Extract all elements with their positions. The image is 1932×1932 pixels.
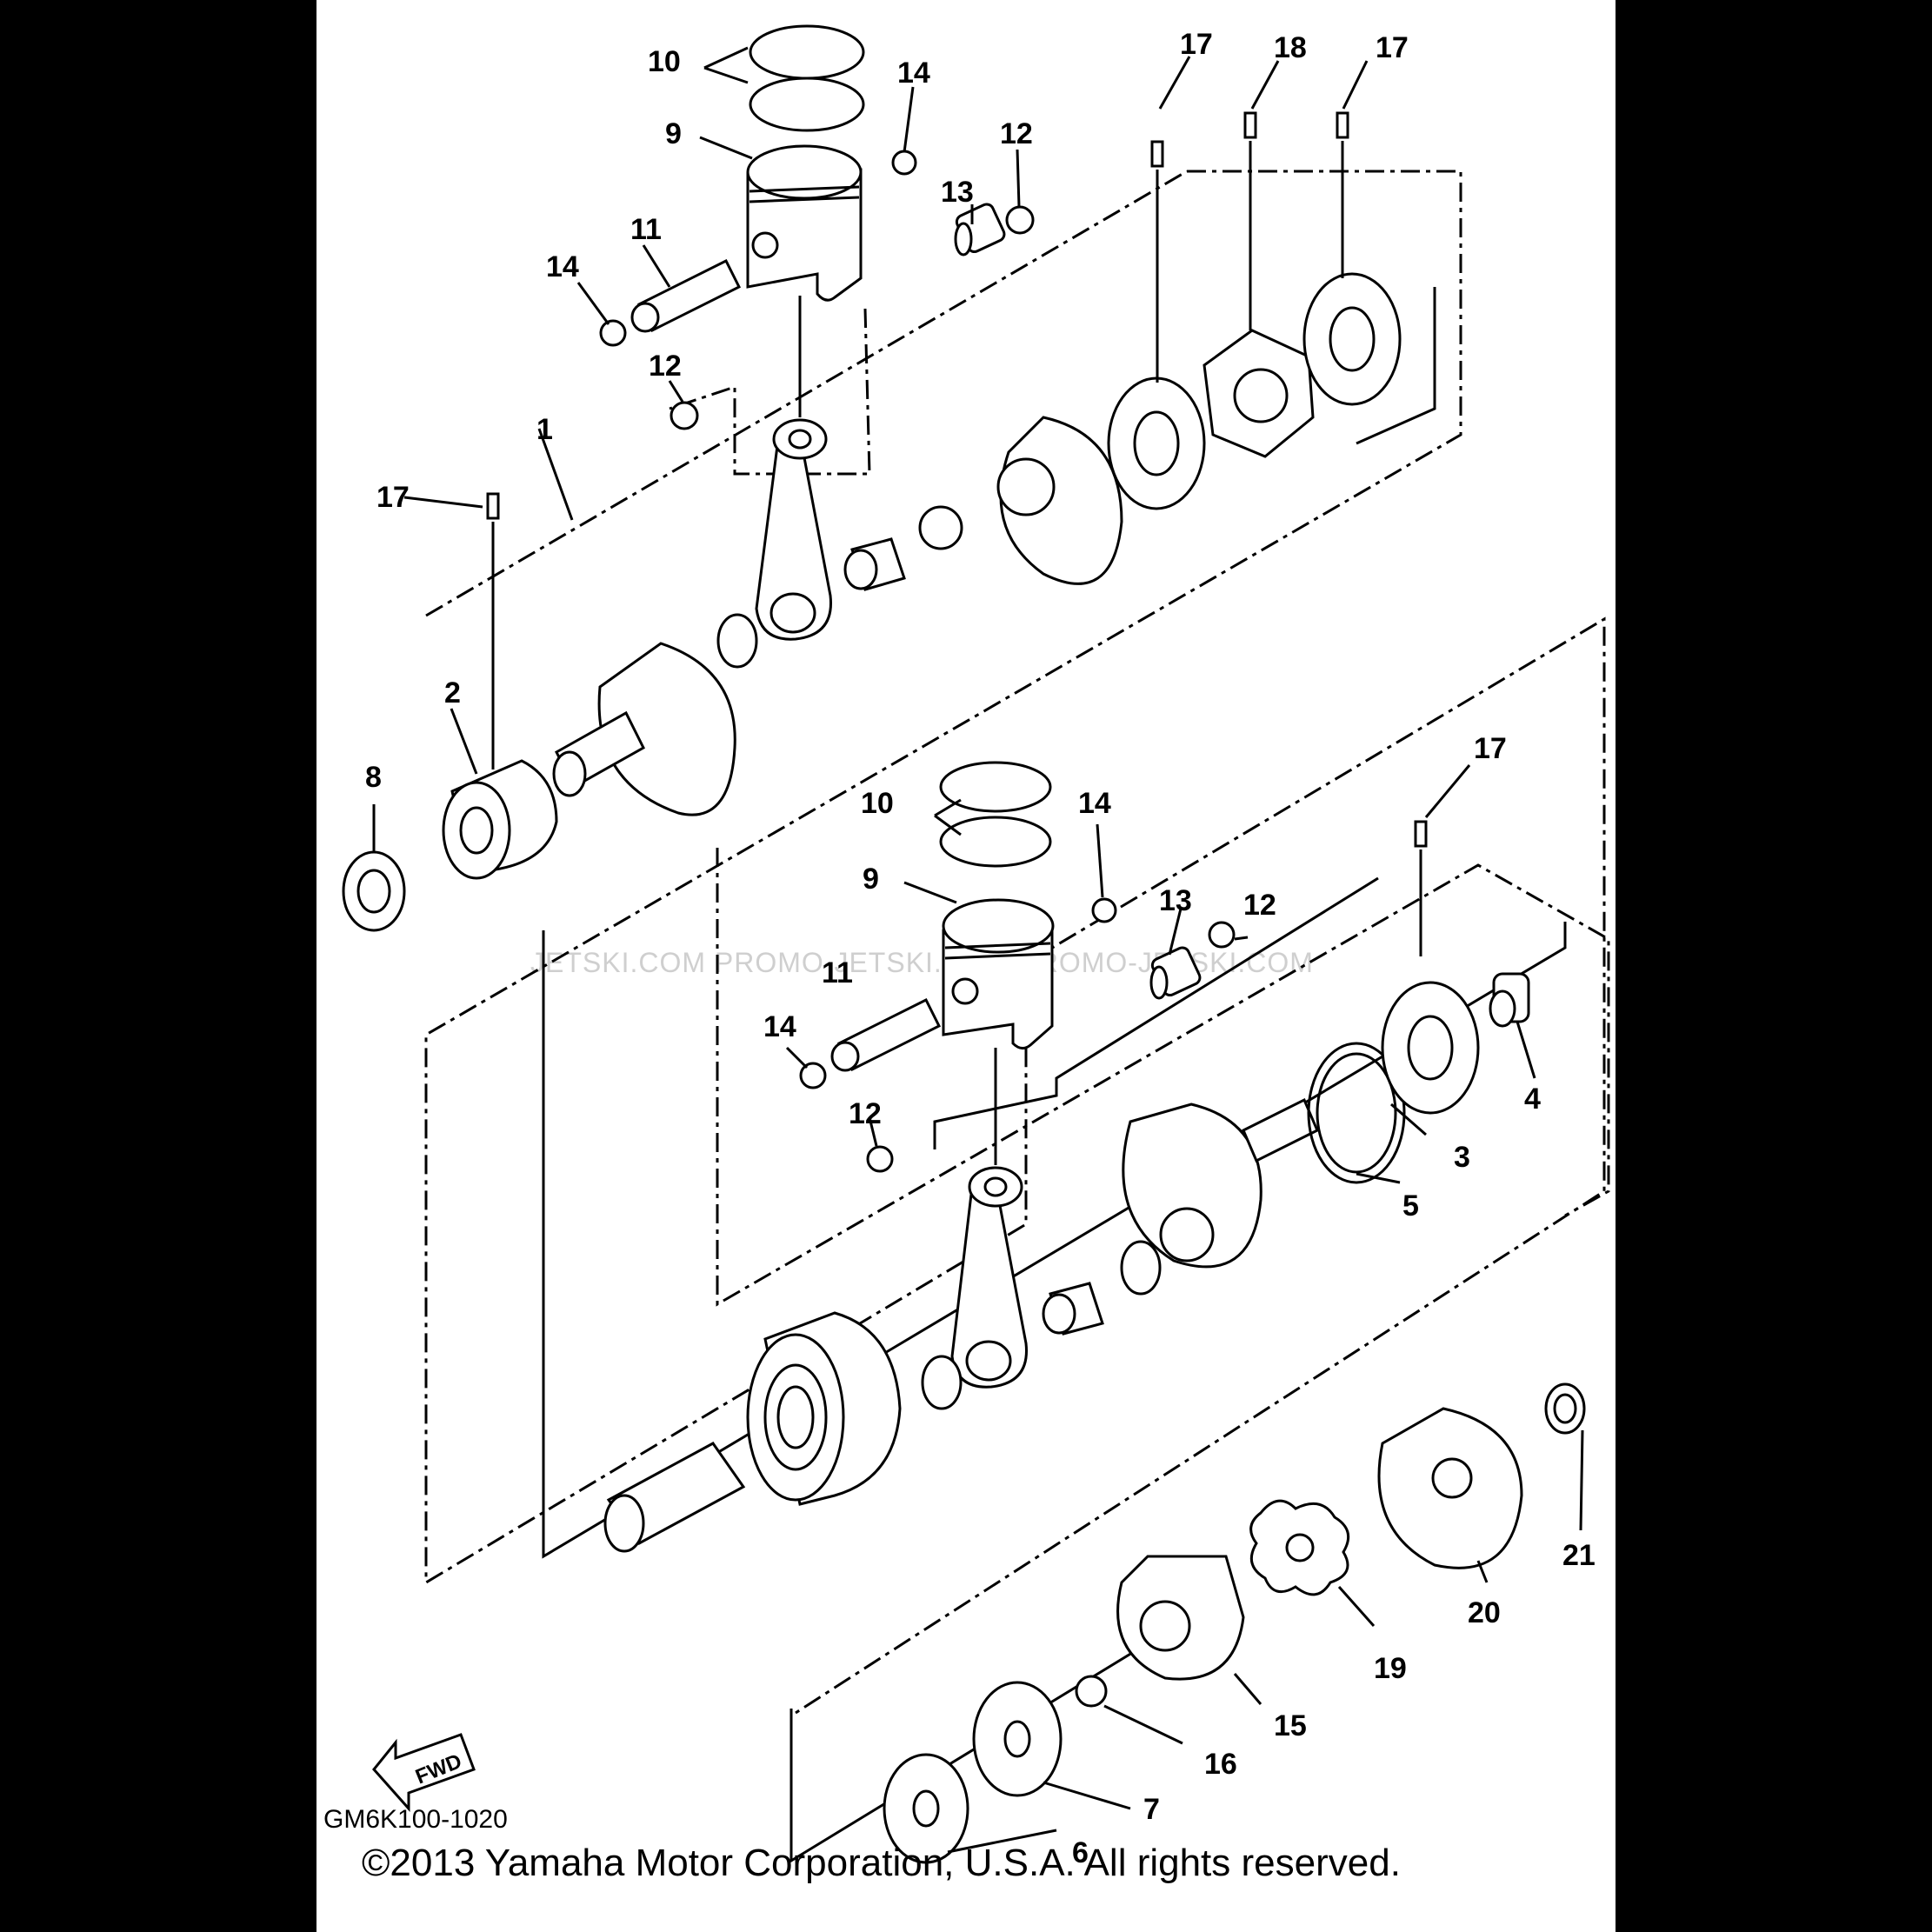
- callout-20: 20: [1468, 1596, 1501, 1629]
- oil-seal-8: [342, 850, 406, 932]
- connecting-rod-upper: [755, 418, 832, 641]
- washer-21: [1544, 1382, 1586, 1435]
- shim-7: [972, 1681, 1063, 1797]
- callout-17: 17: [1376, 31, 1409, 64]
- coupling-20: [1377, 1407, 1523, 1569]
- callout-9: 9: [665, 117, 682, 150]
- callout-13: 13: [941, 176, 974, 209]
- lower-piston-frame: [933, 876, 1379, 1149]
- right-bearing-frame: [1356, 287, 1436, 445]
- crank-group-frame: [542, 922, 1567, 1559]
- callout-9: 9: [863, 863, 879, 896]
- callout-13: 13: [1159, 884, 1192, 917]
- snap-ring-5: [1307, 1042, 1406, 1184]
- callout-10: 10: [648, 45, 681, 78]
- dowel-pin-18: [1243, 111, 1257, 139]
- dowel-pin-17-lower: [1414, 820, 1428, 848]
- callout-17: 17: [376, 481, 410, 514]
- callout-14: 14: [763, 1010, 796, 1043]
- piston-pin-lower: [830, 997, 942, 1072]
- washer-upper-rod: [670, 401, 699, 430]
- callout-19: 19: [1374, 1652, 1407, 1685]
- washer-lower-crank: [1120, 1240, 1162, 1296]
- dowel-pin-17-upper: [1150, 140, 1164, 168]
- bearing-3: [1381, 981, 1480, 1115]
- needle-bearing-lower: [1149, 946, 1202, 1000]
- washer-lower-left: [921, 1355, 963, 1410]
- callout-11: 11: [630, 213, 662, 246]
- circlip-upper-left: [599, 319, 627, 347]
- fwd-arrow-icon: FWD: [372, 1733, 476, 1812]
- main-bearing-lower-large: [746, 1311, 902, 1506]
- callout-12: 12: [1243, 889, 1276, 922]
- callout-18: 18: [1274, 31, 1307, 64]
- crank-web-lower-right: [1122, 1097, 1319, 1269]
- callout-17: 17: [1180, 28, 1213, 61]
- main-bearing-2: [442, 759, 558, 880]
- callout-17: 17: [1474, 732, 1507, 765]
- copyright-notice: ©2013 Yamaha Motor Corporation, U.S.A. A…: [362, 1842, 1401, 1884]
- callout-1: 1: [536, 413, 553, 446]
- callout-11: 11: [822, 956, 853, 989]
- callout-14: 14: [1078, 787, 1111, 820]
- dowel-pin-17-upper-right: [1336, 111, 1349, 139]
- cap-6: [883, 1753, 969, 1864]
- washer-16: [1075, 1675, 1108, 1708]
- callout-16: 16: [1204, 1748, 1237, 1781]
- piston-rings-upper: [749, 24, 865, 132]
- crank-web-upper-right: [996, 416, 1123, 585]
- washer-lower: [1208, 921, 1236, 949]
- labyrinth-seal-18: [1203, 329, 1315, 458]
- crankpin-bushing-lower: [1042, 1282, 1104, 1336]
- piston-rings-lower: [939, 761, 1052, 868]
- washer-upper-left: [716, 613, 758, 669]
- crankpin-bushing-upper: [843, 537, 906, 591]
- piston-pin-upper: [630, 258, 742, 333]
- callout-15: 15: [1274, 1709, 1307, 1742]
- crank-web-upper-left: [552, 642, 736, 816]
- main-bearing-upper-center: [1107, 376, 1206, 510]
- part-code: GM6K100-1020: [323, 1805, 508, 1834]
- assembly-boundary-lower: [425, 170, 1188, 617]
- callout-12: 12: [649, 350, 682, 383]
- callout-5: 5: [1402, 1189, 1419, 1222]
- connecting-rod-lower: [950, 1166, 1028, 1389]
- washer-lower-rod: [866, 1145, 894, 1173]
- piston-upper: [746, 144, 863, 302]
- callout-8: 8: [365, 761, 382, 794]
- main-bearing-upper-right: [1302, 272, 1402, 406]
- crank-shaft-stub-lower: [603, 1442, 746, 1553]
- circlip-upper-right: [891, 150, 917, 176]
- washer-upper-crank: [918, 505, 963, 550]
- collar-4: [1489, 972, 1530, 1028]
- callout-6: 6: [1072, 1836, 1089, 1869]
- callout-3: 3: [1454, 1141, 1470, 1174]
- circlip-lower-left: [799, 1062, 827, 1089]
- washer-upper: [1005, 205, 1035, 235]
- callout-2: 2: [444, 676, 461, 710]
- callout-10: 10: [861, 787, 894, 820]
- callout-14: 14: [546, 250, 579, 283]
- callout-12: 12: [1000, 117, 1033, 150]
- callout-4: 4: [1524, 1083, 1541, 1116]
- callout-14: 14: [897, 57, 930, 90]
- piston-subassembly-upper: [669, 308, 871, 476]
- callout-labels: 10 14 12 17 18 17 9 13 11 14 12 1 17 2 8…: [365, 28, 1596, 1869]
- assembly-boundary-upper: [424, 170, 1606, 1715]
- callout-12: 12: [849, 1097, 882, 1130]
- callout-21: 21: [1562, 1539, 1596, 1572]
- dowel-pin-17-left: [486, 492, 500, 520]
- needle-bearing-upper: [954, 203, 1006, 256]
- callout-leaders: [372, 46, 1584, 1854]
- damper-19: [1249, 1499, 1350, 1596]
- piston-lower: [942, 898, 1055, 1049]
- circlip-lower-right: [1091, 897, 1117, 923]
- callout-7: 7: [1143, 1793, 1160, 1826]
- coupling-hub-15: [1116, 1555, 1245, 1681]
